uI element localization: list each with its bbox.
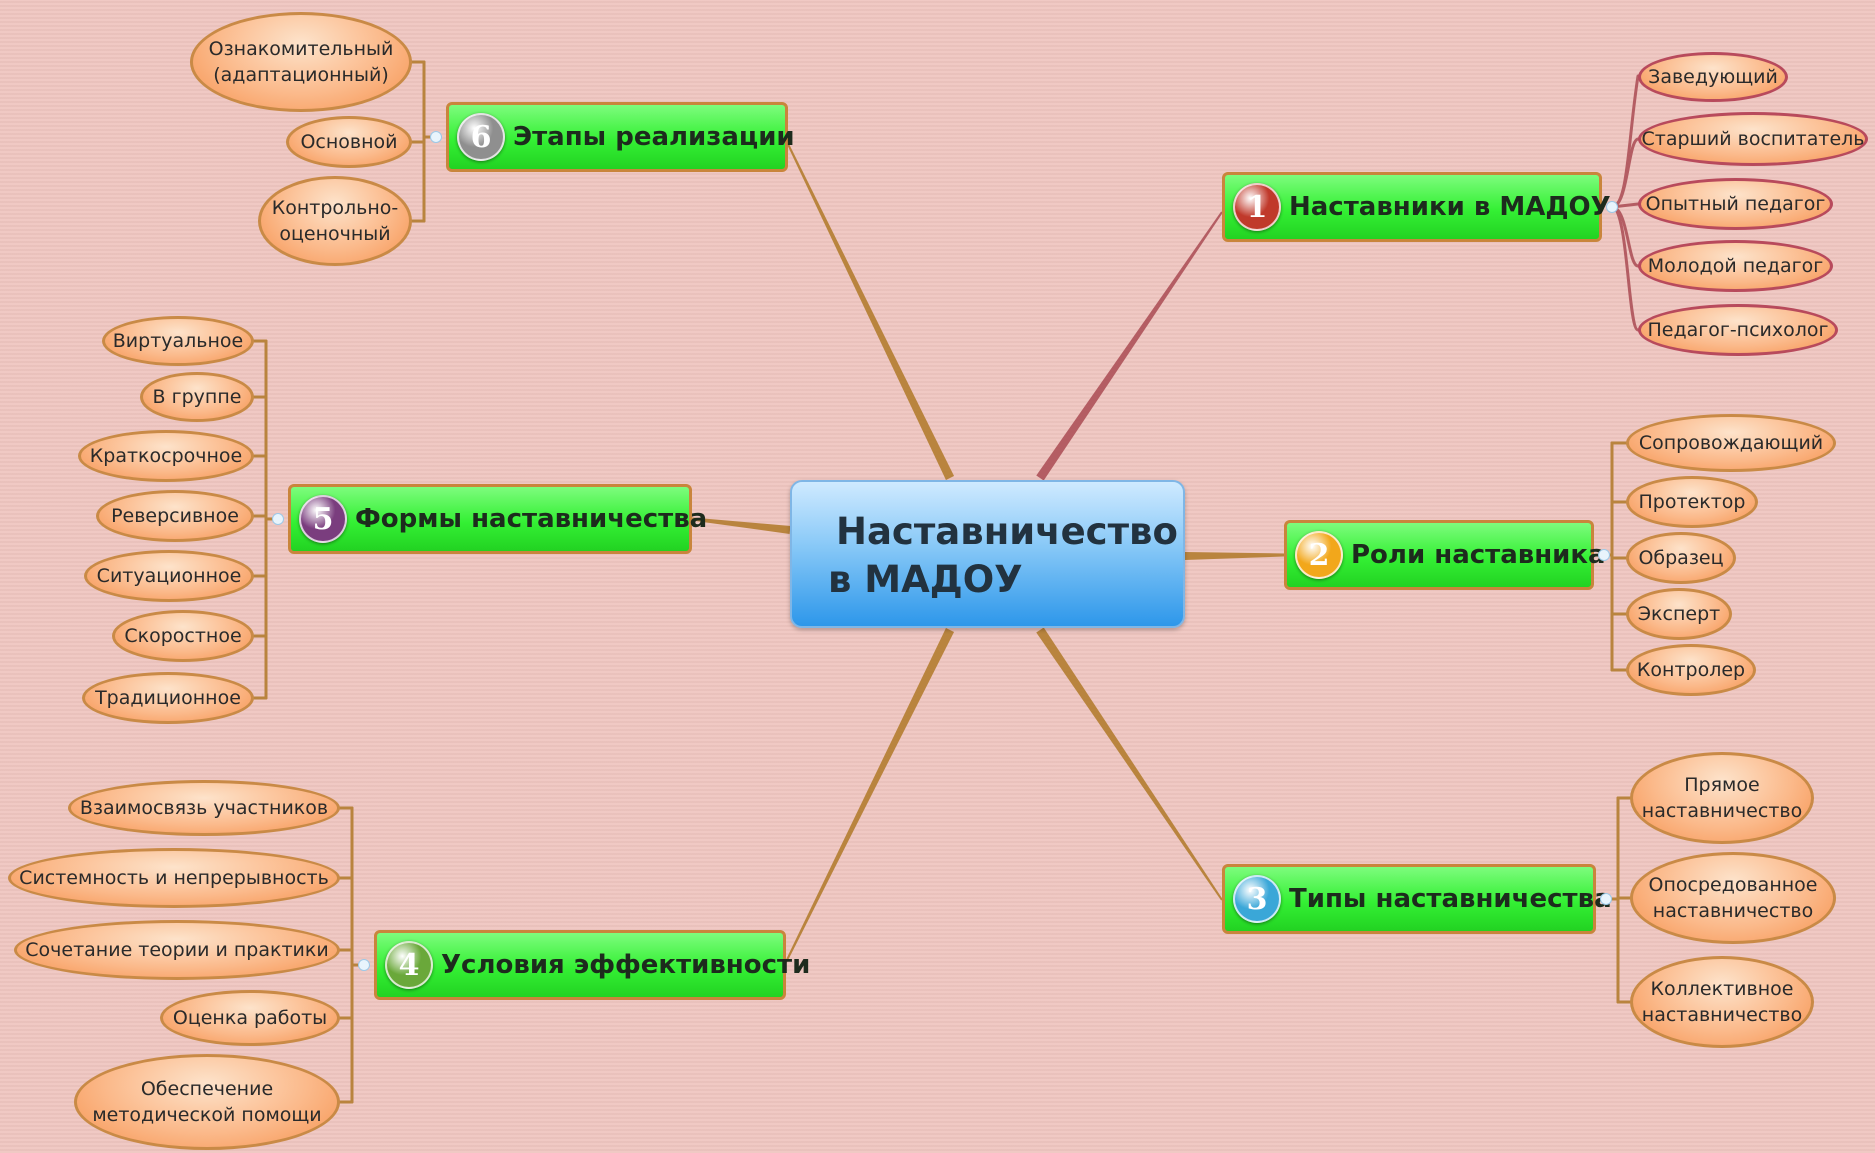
leaf-short-term[interactable]: Краткосрочное bbox=[78, 430, 254, 482]
branch-types-title: Типы наставничества bbox=[1289, 884, 1612, 914]
branch-roles-title: Роли наставника bbox=[1351, 540, 1606, 570]
leaf-interconnection[interactable]: Взаимосвязь участников bbox=[68, 780, 340, 836]
branch-forms-title: Формы наставничества bbox=[355, 504, 708, 534]
leaf-reverse[interactable]: Реверсивное bbox=[96, 490, 254, 542]
connector-branch-4 bbox=[785, 628, 955, 963]
leaf-methodical-support[interactable]: Обеспечение методической помощи bbox=[74, 1054, 340, 1150]
leaf-speed[interactable]: Скоростное bbox=[112, 610, 254, 662]
central-topic[interactable]: Наставничество в МАДОУ bbox=[790, 480, 1185, 628]
leaf-control[interactable]: Контрольно- оценочный bbox=[258, 176, 412, 266]
connector-branch-5 bbox=[691, 517, 791, 534]
number-1-icon: 1 bbox=[1233, 183, 1281, 231]
leaf-collective-mentoring[interactable]: Коллективное наставничество bbox=[1630, 956, 1814, 1048]
number-2-icon: 2 bbox=[1295, 531, 1343, 579]
leaf-young-teacher[interactable]: Молодой педагог bbox=[1638, 240, 1833, 292]
leaf-situational[interactable]: Ситуационное bbox=[84, 550, 254, 602]
number-5-icon: 5 bbox=[299, 495, 347, 543]
connector-branch-6 bbox=[785, 139, 955, 480]
collapse-toggle-5[interactable] bbox=[272, 513, 284, 525]
leaf-expert[interactable]: Эксперт bbox=[1626, 588, 1732, 640]
leaf-head[interactable]: Заведующий bbox=[1638, 52, 1788, 102]
branch-types[interactable]: 3 Типы наставничества bbox=[1222, 864, 1612, 934]
bracket-1-e bbox=[1610, 205, 1640, 332]
central-topic-line-1: Наставничество bbox=[836, 510, 1178, 553]
leaf-indirect-mentoring[interactable]: Опосредованное наставничество bbox=[1630, 852, 1836, 944]
connector-branch-1 bbox=[1036, 211, 1223, 481]
leaf-senior-teacher[interactable]: Старший воспитатель bbox=[1638, 112, 1868, 166]
leaf-theory-practice[interactable]: Сочетание теории и практики bbox=[14, 920, 340, 980]
number-4-icon: 4 bbox=[385, 941, 433, 989]
leaf-experienced-teacher[interactable]: Опытный педагог bbox=[1638, 178, 1833, 230]
leaf-direct-mentoring[interactable]: Прямое наставничество bbox=[1630, 752, 1814, 844]
leaf-virtual[interactable]: Виртуальное bbox=[102, 316, 254, 366]
leaf-evaluation[interactable]: Оценка работы bbox=[160, 990, 340, 1046]
branch-forms[interactable]: 5 Формы наставничества bbox=[288, 484, 707, 554]
leaf-systematic[interactable]: Системность и непрерывность bbox=[8, 848, 340, 908]
connector-branch-2 bbox=[1184, 552, 1285, 560]
leaf-controller[interactable]: Контролер bbox=[1626, 644, 1756, 696]
collapse-toggle-1[interactable] bbox=[1606, 201, 1618, 213]
number-6-icon: 6 bbox=[457, 113, 505, 161]
number-3-icon: 3 bbox=[1233, 875, 1281, 923]
leaf-role-model[interactable]: Образец bbox=[1626, 532, 1736, 584]
collapse-toggle-4[interactable] bbox=[358, 959, 370, 971]
leaf-psychologist[interactable]: Педагог-психолог bbox=[1638, 304, 1838, 356]
branch-stages-title: Этапы реализации bbox=[513, 122, 795, 152]
branch-mentors[interactable]: 1 Наставники в МАДОУ bbox=[1222, 172, 1611, 242]
branch-stages[interactable]: 6 Этапы реализации bbox=[446, 102, 795, 172]
connector-branch-3 bbox=[1036, 627, 1223, 901]
collapse-toggle-3[interactable] bbox=[1600, 893, 1612, 905]
leaf-protector[interactable]: Протектор bbox=[1626, 476, 1758, 528]
leaf-in-group[interactable]: В группе bbox=[140, 372, 254, 422]
leaf-accompanying[interactable]: Сопровождающий bbox=[1626, 414, 1836, 472]
central-topic-line-2: в МАДОУ bbox=[828, 558, 1023, 601]
leaf-introductory[interactable]: Ознакомительный (адаптационный) bbox=[190, 12, 412, 112]
branch-mentors-title: Наставники в МАДОУ bbox=[1289, 192, 1611, 222]
collapse-toggle-6[interactable] bbox=[430, 131, 442, 143]
collapse-toggle-2[interactable] bbox=[1598, 549, 1610, 561]
leaf-traditional[interactable]: Традиционное bbox=[82, 672, 254, 724]
leaf-main[interactable]: Основной bbox=[286, 116, 412, 168]
branch-conditions-title: Условия эффективности bbox=[441, 950, 811, 980]
branch-conditions[interactable]: 4 Условия эффективности bbox=[374, 930, 810, 1000]
branch-roles[interactable]: 2 Роли наставника bbox=[1284, 520, 1606, 590]
